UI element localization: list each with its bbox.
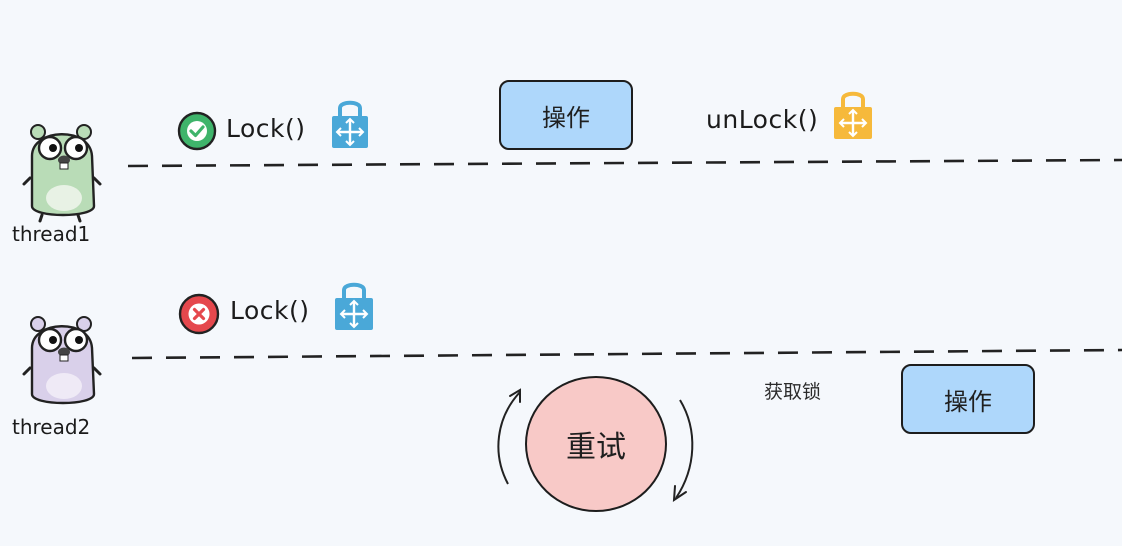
thread1-unlock-call: unLock() [706,105,819,134]
thread1-lock-call: Lock() [226,114,306,143]
padlock-blue-icon [332,100,368,148]
gopher-thread2-icon [22,316,102,405]
padlock-orange-icon [834,91,872,139]
thread2-label: thread2 [12,415,91,439]
x-circle-icon [178,293,220,335]
cycle-arrows-icon [497,388,694,502]
retry-circle: 重试 [525,376,667,512]
thread2-operation-box: 操作 [901,364,1035,434]
check-circle-icon [177,111,217,151]
thread2-lock-call: Lock() [230,296,310,325]
acquire-lock-label: 获取锁 [764,381,822,403]
thread1-label: thread1 [12,222,91,246]
thread1-operation-box: 操作 [499,80,633,150]
padlock-blue-icon [335,282,373,330]
gopher-thread1-icon [22,124,102,223]
